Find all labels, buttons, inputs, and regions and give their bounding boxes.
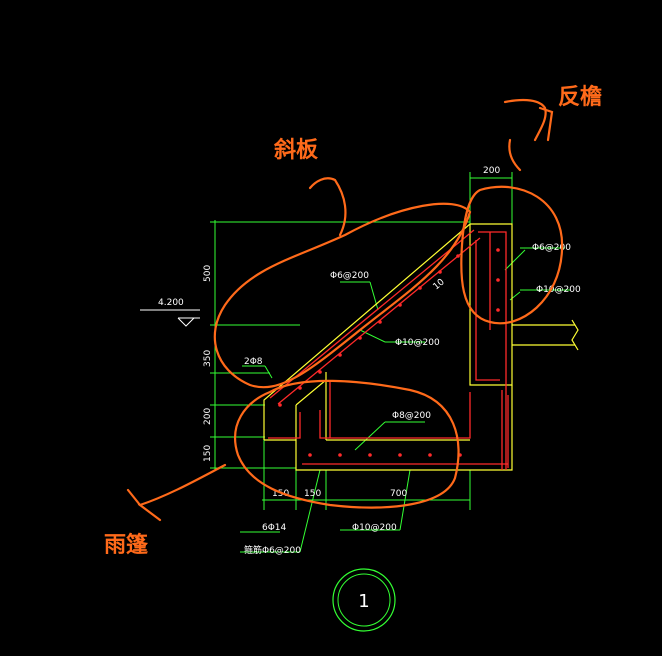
dim-left-150: 150 — [203, 445, 213, 462]
dim-bottom-150a: 150 — [272, 489, 289, 499]
dim-top-200: 200 — [483, 166, 500, 176]
rebar — [268, 229, 509, 470]
dim-bottom-150b: 150 — [304, 489, 321, 499]
dim-left-200: 200 — [203, 408, 213, 425]
dim-left-500: 500 — [203, 265, 213, 282]
annotation-sloped-slab: 斜板 — [273, 137, 319, 163]
annotation-canopy: 雨篷 — [104, 532, 148, 558]
rebar-label-small-10: 10 — [432, 277, 447, 292]
rebar-label-bottom-slab: Φ8@200 — [392, 411, 431, 421]
rebar-label-right-top: Φ6@200 — [532, 243, 571, 253]
dim-left-350: 350 — [203, 350, 213, 367]
hand-annotations — [126, 98, 564, 522]
rebar-label-6phi14: 6Φ14 — [262, 523, 287, 533]
elevation-label: 4.200 — [158, 298, 184, 308]
concrete-outline — [263, 223, 579, 471]
dim-bottom-700: 700 — [390, 489, 407, 499]
section-number-symbol — [332, 568, 396, 632]
rebar-label-upper-slope: Φ6@200 — [330, 271, 369, 281]
rebar-label-bottom-main: Φ10@200 — [352, 523, 397, 533]
rebar-label-right-bottom: Φ10@200 — [536, 285, 581, 295]
rebar-label-mid-slope: Φ10@200 — [395, 338, 440, 348]
rebar-dots — [278, 248, 500, 457]
rebar-label-distribution: 箍筋Φ6@200 — [244, 544, 301, 556]
rebar-label-corner: 2Φ8 — [244, 357, 263, 367]
elevation-marker — [140, 309, 200, 327]
annotation-upturned-edge: 反檐 — [558, 84, 602, 110]
section-number: 1 — [358, 591, 369, 612]
